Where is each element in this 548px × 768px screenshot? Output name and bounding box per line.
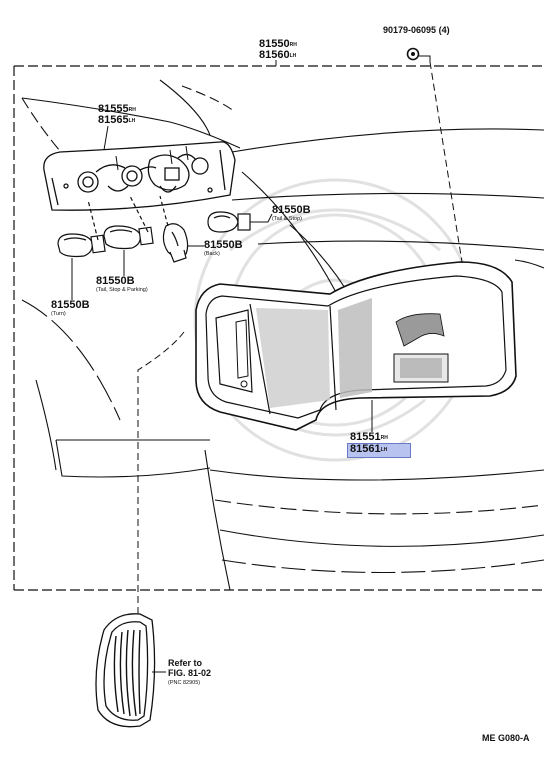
bulb-back xyxy=(159,195,189,263)
bulb-tail-stop-parking xyxy=(103,195,154,250)
note-bulb-tail-stop-parking: (Tail, Stop & Parking) xyxy=(96,287,148,293)
bolt-part xyxy=(406,47,463,263)
assembly-frame xyxy=(13,65,544,591)
label-bulb-tail-stop-parking: 81550B xyxy=(96,275,135,287)
label-housing-rh: 81550RH xyxy=(259,38,297,50)
bulb-tail-stop xyxy=(207,211,251,233)
label-housing-lh: 81560LH xyxy=(259,49,297,61)
note-bulb-back: (Back) xyxy=(204,251,220,257)
refer-line-2[interactable]: FIG. 81-02 xyxy=(168,668,212,678)
label-lens-rh: 81551RH xyxy=(350,431,388,443)
refer-line-1: Refer to xyxy=(168,658,203,668)
label-socket-lh: 81565LH xyxy=(98,114,136,126)
label-bulb-back: 81550B xyxy=(204,239,243,251)
bulb-turn xyxy=(57,199,106,258)
highlight-lens-lh xyxy=(347,443,411,458)
diagram-code: ME G080-A xyxy=(482,733,530,743)
label-socket-rh: 81555RH xyxy=(98,103,136,115)
label-lens-lh[interactable]: 81561LH xyxy=(350,443,388,455)
label-bolt: 90179-06095 (4) xyxy=(383,25,450,35)
side-marker-part xyxy=(95,613,156,728)
lens-assembly xyxy=(195,261,517,431)
car-body-outline xyxy=(21,79,545,591)
refer-line-3: (PNC 82905) xyxy=(168,680,201,686)
label-bulb-tail-stop: 81550B xyxy=(272,204,311,216)
label-bulb-turn: 81550B xyxy=(51,299,90,311)
socket-plate xyxy=(43,141,236,211)
note-bulb-tail-stop: (Tail & Stop) xyxy=(272,216,302,222)
note-bulb-turn: (Turn) xyxy=(51,311,66,317)
